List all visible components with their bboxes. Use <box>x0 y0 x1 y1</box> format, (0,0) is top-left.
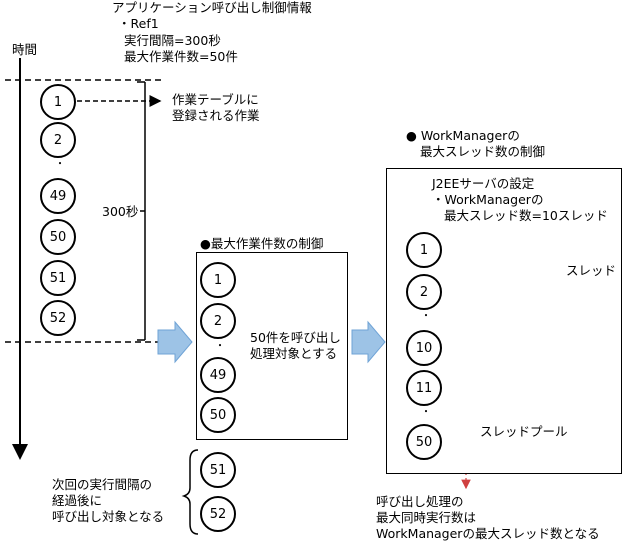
mid-job-1: 1 <box>200 262 236 298</box>
thread-label: スレッド <box>566 263 617 278</box>
app-info-interval: 実行間隔=300秒 <box>124 33 221 48</box>
interval-label: 300秒 <box>100 204 141 219</box>
wm-settings-1: J2EEサーバの設定 <box>432 176 535 191</box>
wm-ellipsis-2: ・ <box>421 407 431 418</box>
app-info-title: アプリケーション呼び出し制御情報 <box>112 0 312 15</box>
wm-job-2: 2 <box>406 274 442 310</box>
mid-job-2: 2 <box>200 303 236 339</box>
wm-title-1: ● WorkManagerの <box>406 128 520 143</box>
deferred-note-3: 呼び出し対象となる <box>52 509 165 524</box>
concurrency-note-1: 呼び出し処理の <box>376 494 464 509</box>
wm-settings-3: 最大スレッド数=10スレッド <box>444 208 608 223</box>
wm-title-2: 最大スレッド数の制御 <box>420 144 546 159</box>
deferred-note-2: 経過後に <box>52 493 103 508</box>
mid-job-50: 50 <box>200 397 236 433</box>
max-jobs-note-1: 50件を呼び出し <box>250 330 341 345</box>
block-arrow-1 <box>157 320 193 364</box>
time-label: 時間 <box>12 42 38 57</box>
work-table-label-1: 作業テーブルに <box>172 92 259 107</box>
block-arrow-2 <box>351 320 386 364</box>
left-job-1: 1 <box>40 84 76 120</box>
left-job-50: 50 <box>40 219 76 255</box>
wm-job-50: 50 <box>406 424 442 460</box>
mid-job-49: 49 <box>200 357 236 393</box>
mid-ellipsis: ・ <box>215 341 225 352</box>
left-job-2: 2 <box>40 122 76 158</box>
concurrency-note-3: WorkManagerの最大スレッド数となる <box>376 526 600 541</box>
concurrency-note-2: 最大同時実行数は <box>376 510 477 525</box>
left-job-49: 49 <box>40 178 76 214</box>
wm-job-10: 10 <box>406 330 442 366</box>
left-job-52: 52 <box>40 300 76 336</box>
thread-pool-label: スレッドプール <box>480 424 568 439</box>
deferred-bracket <box>181 449 199 535</box>
wm-job-11: 11 <box>406 370 442 406</box>
deferred-job-51: 51 <box>200 452 236 488</box>
app-info-max-jobs: 最大作業件数=50件 <box>124 49 238 64</box>
wm-control-box <box>386 168 622 474</box>
left-ellipsis: ・ <box>55 159 65 170</box>
wm-job-1: 1 <box>406 232 442 268</box>
deferred-job-52: 52 <box>200 496 236 532</box>
wm-settings-2: ・WorkManagerの <box>432 192 544 207</box>
left-job-51: 51 <box>40 260 76 296</box>
wm-ellipsis-1: ・ <box>421 311 431 322</box>
max-jobs-note-2: 処理対象とする <box>250 346 338 361</box>
work-table-label-2: 登録される作業 <box>172 108 260 123</box>
deferred-note-1: 次回の実行間隔の <box>52 477 153 492</box>
app-info-ref: ・Ref1 <box>118 16 159 31</box>
max-jobs-control-title: ●最大作業件数の制御 <box>200 236 324 251</box>
